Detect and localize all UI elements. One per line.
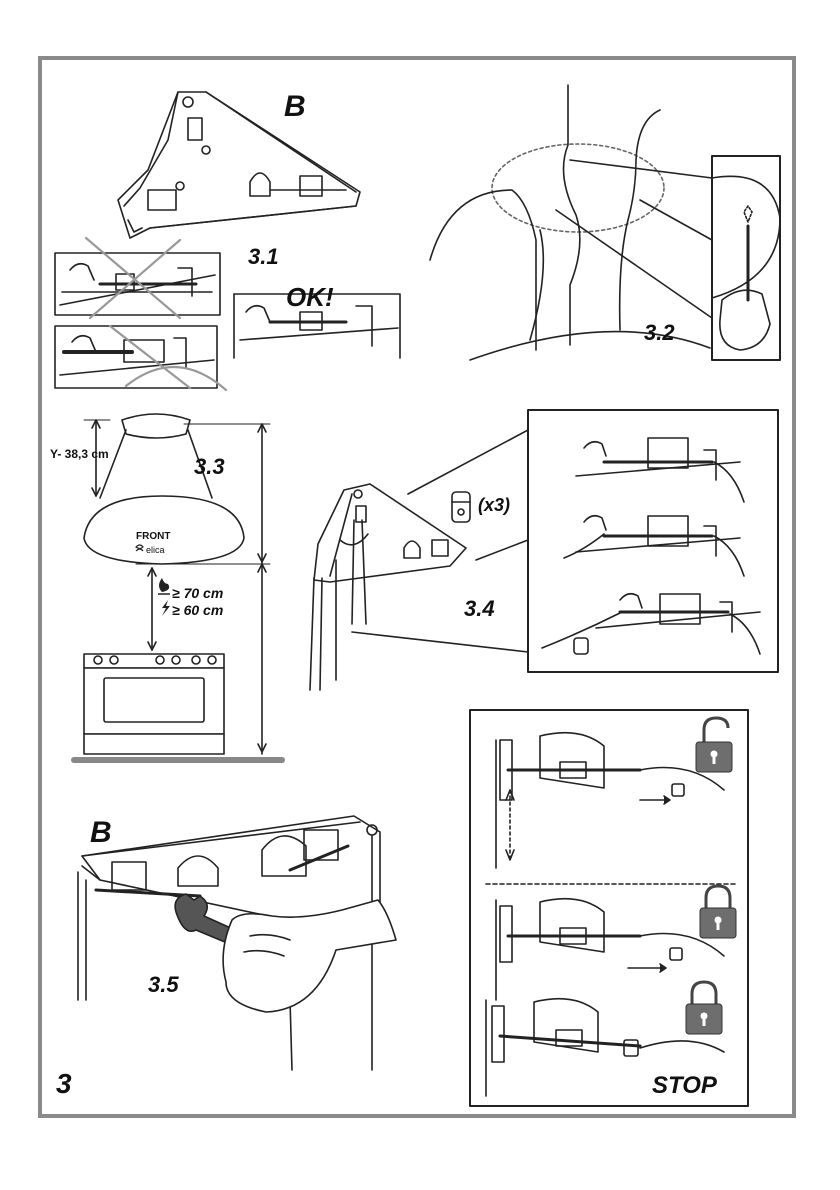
y-dimension-label: Y- 38,3 cm: [50, 448, 109, 460]
brand-label: elica: [146, 546, 165, 555]
wrench-tightening-illustration-3-5: [78, 816, 396, 1070]
bracket-illustration-3-1: [118, 92, 360, 238]
ok-label: OK!: [286, 284, 334, 310]
clamp-detail-panel-3-4: [528, 410, 778, 672]
lightning-bolt-icon: [162, 600, 170, 616]
wrong-assembly-panel-2: [55, 326, 226, 390]
front-label: FRONT: [136, 532, 170, 542]
wrong-assembly-panel-1: [55, 238, 220, 318]
step-3-3-label: 3.3: [194, 456, 225, 478]
step-3-5-label: 3.5: [148, 974, 179, 996]
cable-routing-illustration-3-2: [430, 85, 712, 360]
step-3-1-label: 3.1: [248, 246, 279, 268]
gas-distance-label: ≥ 70 cm: [172, 586, 223, 600]
electric-distance-label: ≥ 60 cm: [172, 603, 223, 617]
step-3-4-label: 3.4: [464, 598, 495, 620]
bracket-b-label-top: B: [284, 92, 306, 122]
bracket-b-label-bottom: B: [90, 818, 112, 848]
stop-label: STOP: [652, 1074, 717, 1098]
bracket-illustration-3-4: [310, 430, 528, 690]
step-3-2-label: 3.2: [644, 322, 675, 344]
gas-flame-icon: [158, 578, 170, 594]
quantity-x3-label: (x3): [478, 496, 510, 514]
page-number: 3: [56, 1070, 72, 1098]
cable-detail-panel-3-2: [712, 156, 780, 360]
